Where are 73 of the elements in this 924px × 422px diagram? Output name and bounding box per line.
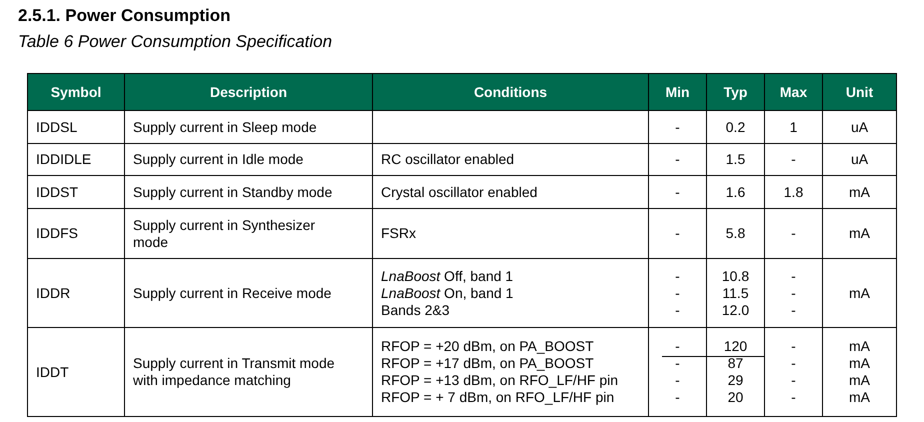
min-value: -: [674, 151, 681, 168]
max-value: -: [790, 372, 797, 389]
condition-text: Crystal oscillator enabled: [381, 184, 538, 200]
min-value: -: [674, 372, 681, 389]
max-value: -: [790, 338, 797, 355]
section-heading: 2.5.1. Power Consumption: [18, 6, 231, 26]
condition-text: Bands 2&3: [381, 302, 450, 318]
typ-value: 10.8: [720, 268, 750, 284]
max-value: -: [790, 225, 797, 242]
symbol-text: IDDR: [36, 284, 72, 302]
symbol-text: IDDT: [36, 364, 70, 380]
typ-value: 1.6: [724, 184, 746, 200]
typ-value: 1.5: [724, 151, 746, 168]
unit-text: mA: [848, 355, 871, 372]
min-value: -: [674, 338, 681, 355]
symbol-text: IDDFS: [36, 225, 79, 242]
condition-text: RFOP = + 7 dBm, on RFO_LF/HF pin: [381, 389, 616, 406]
min-value: -: [674, 268, 681, 284]
max-value: 1: [788, 118, 798, 136]
column-header: Conditions: [372, 74, 648, 110]
max-value: -: [790, 268, 797, 284]
unit-text: mA: [848, 372, 871, 389]
typ-value: 0.2: [724, 118, 746, 136]
column-header: Unit: [822, 74, 896, 110]
min-value: -: [674, 355, 681, 372]
unit-text: mA: [848, 389, 871, 406]
symbol-text: IDDST: [36, 184, 79, 200]
condition-text: RFOP = +17 dBm, on PA_BOOST: [381, 355, 595, 372]
typ-value: 12.0: [720, 302, 750, 318]
column-header: Symbol: [28, 74, 124, 110]
column-header: Typ: [706, 74, 764, 110]
typ-value: 5.8: [724, 225, 746, 242]
condition-text: LnaBoost Off, band 1: [381, 268, 514, 284]
description-text: Supply current in Synthesizer mode: [133, 216, 316, 250]
unit-text: uA: [850, 151, 870, 168]
description-text: Supply current in Receive mode: [133, 284, 332, 302]
typ-value: 11.5: [721, 284, 750, 302]
min-value: -: [674, 389, 681, 406]
max-value: -: [790, 302, 797, 318]
condition-text: RFOP = +13 dBm, on RFO_LF/HF pin: [381, 372, 620, 389]
symbol-text: IDDSL: [36, 118, 78, 136]
column-header: Min: [648, 74, 706, 110]
description-text: Supply current in Sleep mode: [133, 118, 318, 136]
symbol-text: IDDIDLE: [36, 151, 92, 168]
min-value: -: [674, 225, 681, 242]
typ-value: 29: [726, 372, 744, 389]
unit-text: uA: [850, 118, 870, 136]
min-value: -: [674, 184, 681, 200]
condition-text: FSRx: [381, 225, 417, 242]
max-value: -: [790, 389, 797, 406]
min-value: -: [674, 118, 681, 136]
condition-text: LnaBoost On, band 1: [381, 284, 514, 302]
column-header: Max: [764, 74, 822, 110]
max-value: 1.8: [782, 184, 804, 200]
typ-value: 87: [726, 355, 744, 372]
description-text: Supply current in Standby mode: [133, 184, 334, 200]
condition-text: RC oscillator enabled: [381, 151, 516, 168]
min-value: -: [674, 302, 681, 318]
typ-value: 20: [726, 389, 744, 406]
max-value: -: [790, 355, 797, 372]
condition-text: RFOP = +20 dBm, on PA_BOOST: [381, 338, 595, 355]
typ-value: 120: [722, 338, 748, 355]
max-value: -: [790, 284, 797, 302]
unit-text: mA: [848, 338, 871, 355]
unit-text: mA: [848, 225, 871, 242]
unit-text: mA: [848, 184, 871, 200]
unit-text: mA: [848, 284, 871, 302]
description-text: Supply current in Idle mode: [133, 151, 304, 168]
description-text: Supply current in Transmit mode with impedance matching: [133, 355, 336, 389]
column-header: Description: [124, 74, 372, 110]
table-caption: Table 6 Power Consumption Specification: [18, 32, 332, 52]
min-value: -: [674, 284, 681, 302]
max-value: -: [790, 151, 797, 168]
